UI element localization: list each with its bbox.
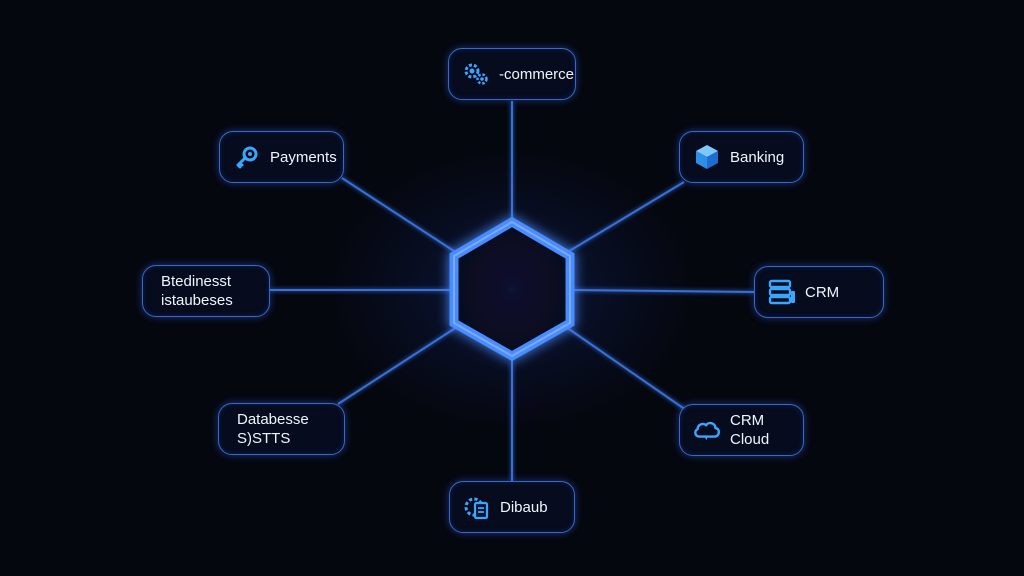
node-crm-cloud[interactable]: CRM Cloud (679, 404, 804, 456)
central-hub-hexagon (449, 216, 575, 362)
gear-document-icon (462, 492, 492, 522)
server-stack-icon (767, 277, 797, 307)
crm-cloud-line-2: Cloud (730, 431, 770, 448)
gears-icon (461, 59, 491, 89)
node-crm[interactable]: CRM (754, 266, 884, 318)
cube-icon (692, 142, 722, 172)
database-systems-line-1: Databesse (237, 411, 309, 428)
business-databases-line-2: istaubeses (161, 292, 233, 309)
crm-cloud-line-1: CRM (730, 412, 765, 429)
ecommerce-label: -commerce (499, 65, 575, 83)
crm-label: CRM (805, 283, 840, 301)
node-dibaub[interactable]: Dibaub (449, 481, 575, 533)
cloud-icon (692, 415, 722, 445)
payments-label: Payments (270, 148, 337, 166)
node-payments[interactable]: Payments (219, 131, 344, 183)
business-databases-line-1: Btedinesst (161, 273, 232, 290)
link-database-systems (337, 324, 461, 405)
dibaub-label: Dibaub (500, 498, 548, 516)
node-ecommerce[interactable]: -commerce (448, 48, 576, 100)
link-crm (571, 289, 755, 293)
node-banking[interactable]: Banking (679, 131, 804, 183)
banking-label: Banking (730, 148, 785, 166)
node-database-systems[interactable]: Databesse S)STTS (218, 403, 345, 455)
link-crm-cloud (565, 326, 687, 411)
node-business-databases[interactable]: Btedinesst istaubeses (142, 265, 270, 317)
key-icon (232, 142, 262, 172)
link-banking (565, 181, 685, 254)
database-systems-line-2: S)STTS (237, 430, 291, 447)
link-payments (341, 177, 461, 256)
